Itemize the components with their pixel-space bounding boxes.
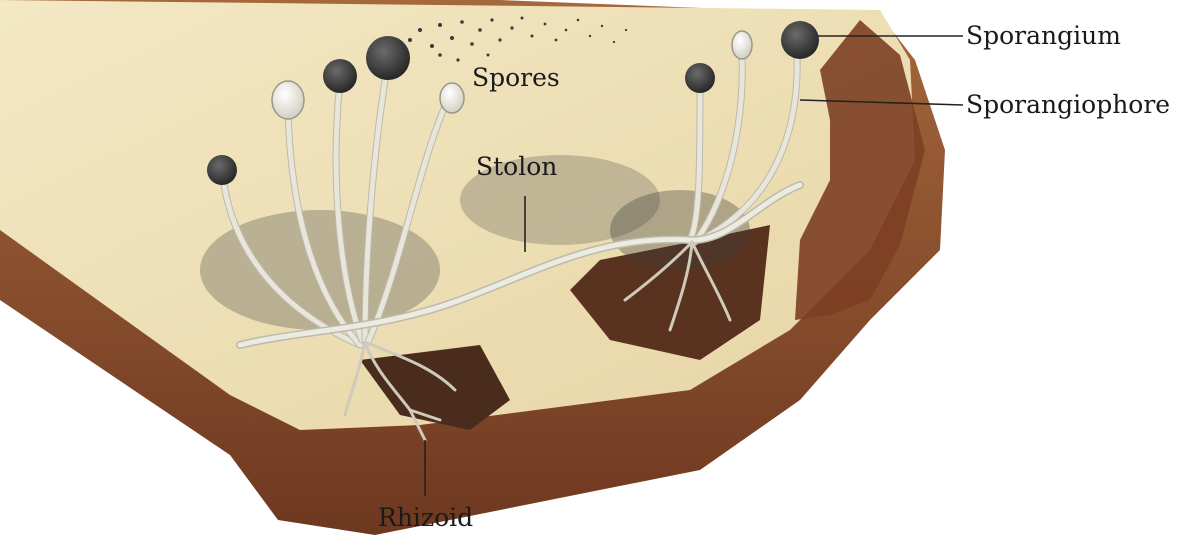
label-sporangiophore: Sporangiophore <box>966 90 1170 119</box>
sporangium-immature <box>272 81 304 119</box>
sporangium <box>366 36 410 80</box>
label-stolon: Stolon <box>476 152 557 181</box>
sporangium <box>685 63 715 93</box>
sporangium-immature <box>440 83 464 113</box>
label-spores: Spores <box>472 63 560 92</box>
label-sporangium: Sporangium <box>966 21 1121 50</box>
sporangium-immature <box>732 31 752 59</box>
sporangium <box>781 21 819 59</box>
sporangium <box>323 59 357 93</box>
sporangium <box>207 155 237 185</box>
label-rhizoid: Rhizoid <box>378 503 473 532</box>
